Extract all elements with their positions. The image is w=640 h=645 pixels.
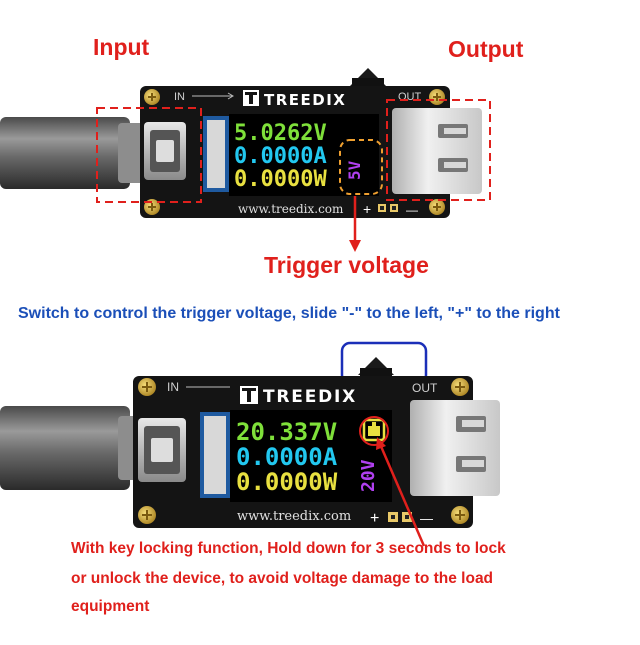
brand-name: TREEDIX	[264, 91, 346, 109]
lock-icon	[362, 418, 386, 442]
trigger-voltage-label: Trigger voltage	[264, 252, 429, 278]
lock-highlight	[359, 416, 389, 446]
minus-sign: —	[406, 203, 418, 217]
usb-cable-bottom	[0, 406, 130, 490]
input-label: Input	[93, 34, 150, 60]
slide-switch-top[interactable]	[350, 68, 386, 88]
treedix-logo-icon	[243, 90, 259, 106]
lock-arrow	[378, 443, 426, 547]
power-readout: 0.0000W	[236, 468, 338, 496]
voltage-readout: 20.337V	[236, 418, 337, 446]
trigger-highlight	[339, 139, 383, 195]
brand-name: TREEDIX	[263, 387, 357, 407]
power-readout: 0.0000W	[234, 167, 327, 192]
usb-a-port-top	[392, 108, 482, 194]
trigger-voltage-readout: 5V	[345, 160, 364, 180]
input-highlight	[96, 107, 202, 203]
current-readout: 0.0000A	[236, 443, 338, 471]
device-url: www.treedix.com	[238, 202, 344, 216]
out-label: OUT	[398, 91, 422, 103]
device-top: IN OUT TREEDIX 5.0262V 0.0000A 0.0000W 5…	[0, 68, 491, 252]
current-readout: 0.0000A	[234, 144, 327, 169]
lock-note-line-3: equipment	[71, 598, 150, 615]
in-label: IN	[174, 91, 185, 103]
switch-caption: Switch to control the trigger voltage, s…	[18, 305, 560, 322]
lock-note-line-2: or unlock the device, to avoid voltage d…	[71, 570, 494, 587]
output-highlight	[386, 99, 491, 201]
voltage-readout: 5.0262V	[234, 121, 327, 146]
usb-cable-top	[0, 117, 130, 189]
usb-a-port-bottom	[410, 400, 500, 496]
lcd-screen-top	[229, 114, 379, 196]
slide-switch-bottom[interactable]	[358, 357, 394, 378]
lock-note-line-1: With key locking function, Hold down for…	[71, 540, 506, 557]
device-bottom: IN OUT TREEDIX 20.337V 0.0000A 0.0000W 2…	[0, 341, 500, 547]
treedix-logo-icon	[240, 386, 258, 404]
in-label: IN	[167, 380, 179, 394]
out-label: OUT	[412, 381, 438, 395]
minus-sign: —	[420, 511, 433, 526]
device-url: www.treedix.com	[237, 509, 351, 524]
plus-sign: +	[363, 201, 371, 217]
output-label: Output	[448, 36, 524, 62]
trigger-voltage-readout: 20V	[358, 459, 379, 492]
plus-sign: +	[370, 510, 379, 527]
